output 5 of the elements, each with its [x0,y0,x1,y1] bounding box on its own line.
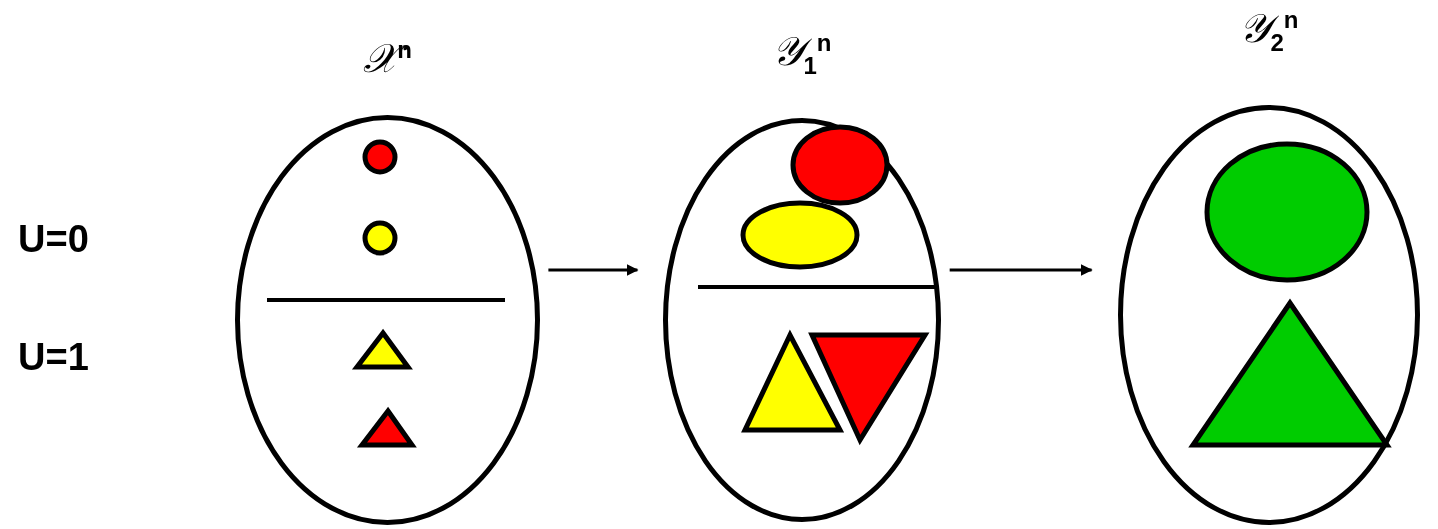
set-title: 𝒳$^{n}$ [363,35,412,81]
partition-label: U=0 [18,218,89,261]
arrow [949,264,1093,276]
arrow [548,264,639,276]
partition-label: U=1 [18,336,89,379]
